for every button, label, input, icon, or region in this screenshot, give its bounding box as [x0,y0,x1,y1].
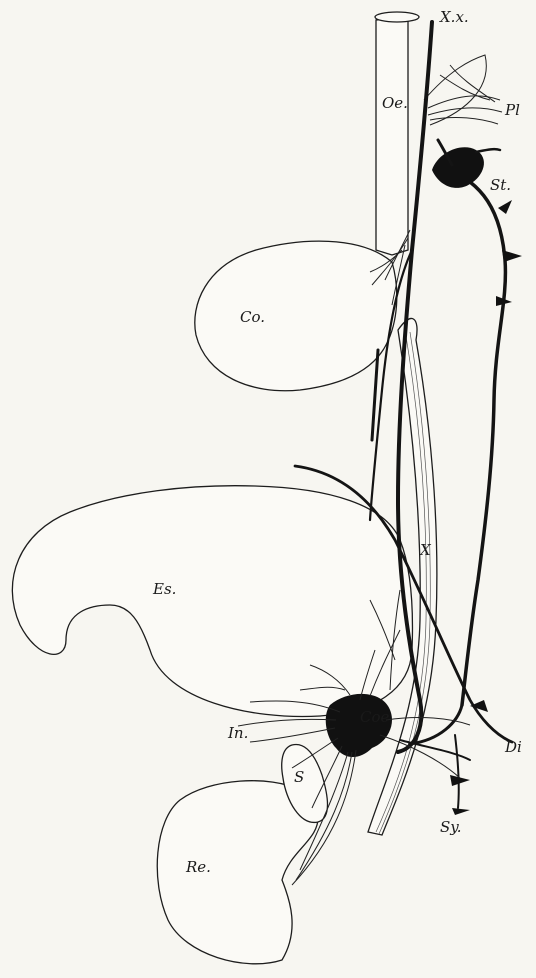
label-xx: X.x. [439,8,469,26]
label-x: X [419,541,432,559]
lung-fibres [424,55,502,125]
stellate-ganglion [432,147,484,188]
label-s: S [294,768,304,786]
label-di: Di [504,738,522,756]
stomach [12,486,412,717]
label-st: St. [490,176,511,194]
label-sy: Sy. [440,818,462,836]
label-pl: Pl [504,101,520,119]
label-co: Co. [240,308,265,326]
label-oe: Oe. [382,94,408,112]
crop [195,241,397,391]
label-re: Re. [185,858,211,876]
oesophagus [375,12,419,255]
label-es: Es. [152,580,176,598]
label-coe: Coe [360,708,390,726]
label-in: In. [227,724,248,742]
